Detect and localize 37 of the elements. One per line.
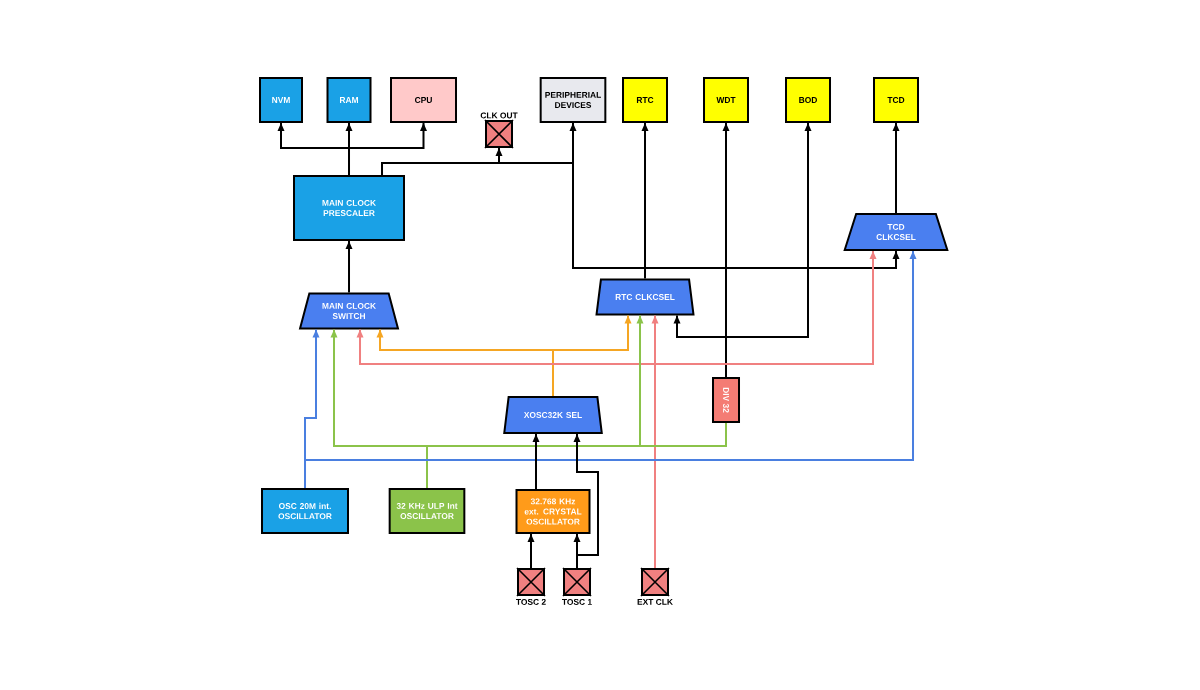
node-label: TOSC 2: [516, 598, 546, 605]
block-box: TCD: [873, 77, 919, 123]
arrow: [654, 250, 877, 569]
block-box: 32.768 KHz ext. CRYSTAL OSCILLATOR: [515, 489, 591, 534]
arrow: [573, 433, 599, 569]
arrow: [381, 162, 900, 269]
block-box: CPU: [390, 77, 457, 123]
multiplexer-trapezoid: XOSC32K SEL: [503, 396, 603, 434]
block-box: WDT: [703, 77, 749, 123]
pin-terminal: EXT CLK: [637, 567, 673, 605]
block-box: NVM: [259, 77, 303, 123]
arrow: [345, 240, 353, 294]
arrow: [892, 122, 900, 214]
block-box: MAIN CLOCK PRESCALER: [293, 175, 405, 241]
node-label: TOSC 1: [562, 598, 592, 605]
node-label: EXT CLK: [637, 598, 673, 605]
block-box: PERIPHERIAL DEVICES: [539, 77, 607, 123]
arrow: [348, 122, 427, 176]
pin-terminal: CLK OUT: [480, 112, 518, 149]
arrow: [527, 533, 535, 569]
pin-terminal: TOSC 2: [516, 567, 546, 605]
multiplexer-trapezoid: TCD CLKCSEL: [843, 213, 949, 251]
node-label: CLK OUT: [480, 112, 518, 119]
arrow: [722, 122, 730, 378]
block-box: OSC 20M int. OSCILLATOR: [261, 488, 349, 534]
multiplexer-trapezoid: RTC CLKCSEL: [595, 278, 695, 316]
block-box: RTC: [622, 77, 668, 123]
arrow: [552, 314, 632, 397]
block-box: BOD: [785, 77, 831, 123]
pin-terminal: TOSC 1: [562, 567, 592, 605]
arrow: [641, 122, 649, 280]
connector: [426, 422, 727, 489]
arrow: [673, 122, 812, 338]
arrow: [532, 433, 540, 490]
block-box: RAM: [326, 77, 372, 123]
block-box: 32 KHz ULP Int OSCILLATOR: [388, 488, 466, 534]
arrow: [304, 250, 917, 489]
